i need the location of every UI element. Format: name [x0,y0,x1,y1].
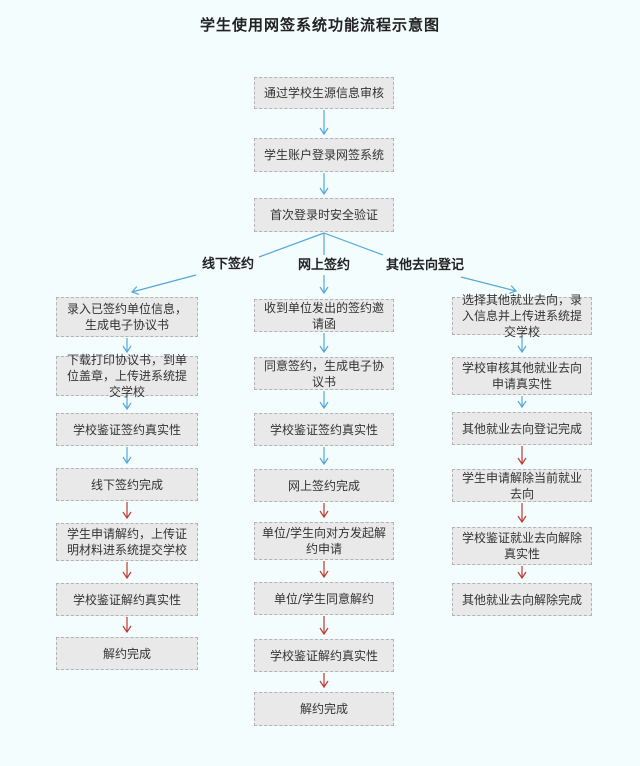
flow-step-box: 网上签约完成 [254,469,394,502]
flow-step-box: 选择其他就业去向，录入信息并上传进系统提交学校 [452,293,592,339]
branch-label-other-destination: 其他去向登记 [385,258,464,273]
flow-step-box: 学校鉴证签约真实性 [254,413,394,446]
branch-label-offline-sign: 线下签约 [201,257,254,272]
flow-step-box: 学校鉴证就业去向解除真实性 [452,527,592,565]
flow-step-box: 学校鉴证签约真实性 [56,413,198,446]
flow-step-box: 同意签约，生成电子协议书 [254,357,394,390]
branch-label-online-sign: 网上签约 [297,258,350,273]
branch-arrow-other [460,276,518,294]
flow-step-box: 录入已签约单位信息，生成电子协议书 [56,297,198,337]
branch-line-other [323,232,384,256]
flow-step-box: 学校鉴证解约真实性 [254,639,394,672]
flow-step-box: 通过学校生源信息审核 [254,77,394,109]
flow-step-box: 解约完成 [254,692,394,726]
flow-step-box: 学生申请解约，上传证明材料进系统提交学校 [56,523,198,561]
branch-line-offline [258,232,325,258]
flow-step-box: 学校审核其他就业去向申请真实性 [452,357,592,395]
flow-step-box: 学校鉴证解约真实性 [56,583,198,616]
flow-step-box: 单位/学生向对方发起解约申请 [254,522,394,560]
flow-step-box: 其他就业去向解除完成 [452,583,592,616]
flow-step-box: 其他就业去向登记完成 [452,412,592,445]
flow-step-box: 解约完成 [56,637,198,670]
flow-step-box: 下载打印协议书，到单位盖章，上传进系统提交学校 [56,353,198,399]
flow-step-box: 单位/学生同意解约 [254,582,394,615]
flow-step-box: 线下签约完成 [56,468,198,501]
diagram-title: 学生使用网签系统功能流程示意图 [199,16,440,34]
flow-step-box: 首次登录时安全验证 [254,198,394,232]
flow-step-box: 学生申请解除当前就业去向 [452,469,592,502]
flow-step-box: 收到单位发出的签约邀请函 [254,299,394,332]
flow-step-box: 学生账户登录网签系统 [254,138,394,172]
branch-arrow-offline [130,274,197,295]
